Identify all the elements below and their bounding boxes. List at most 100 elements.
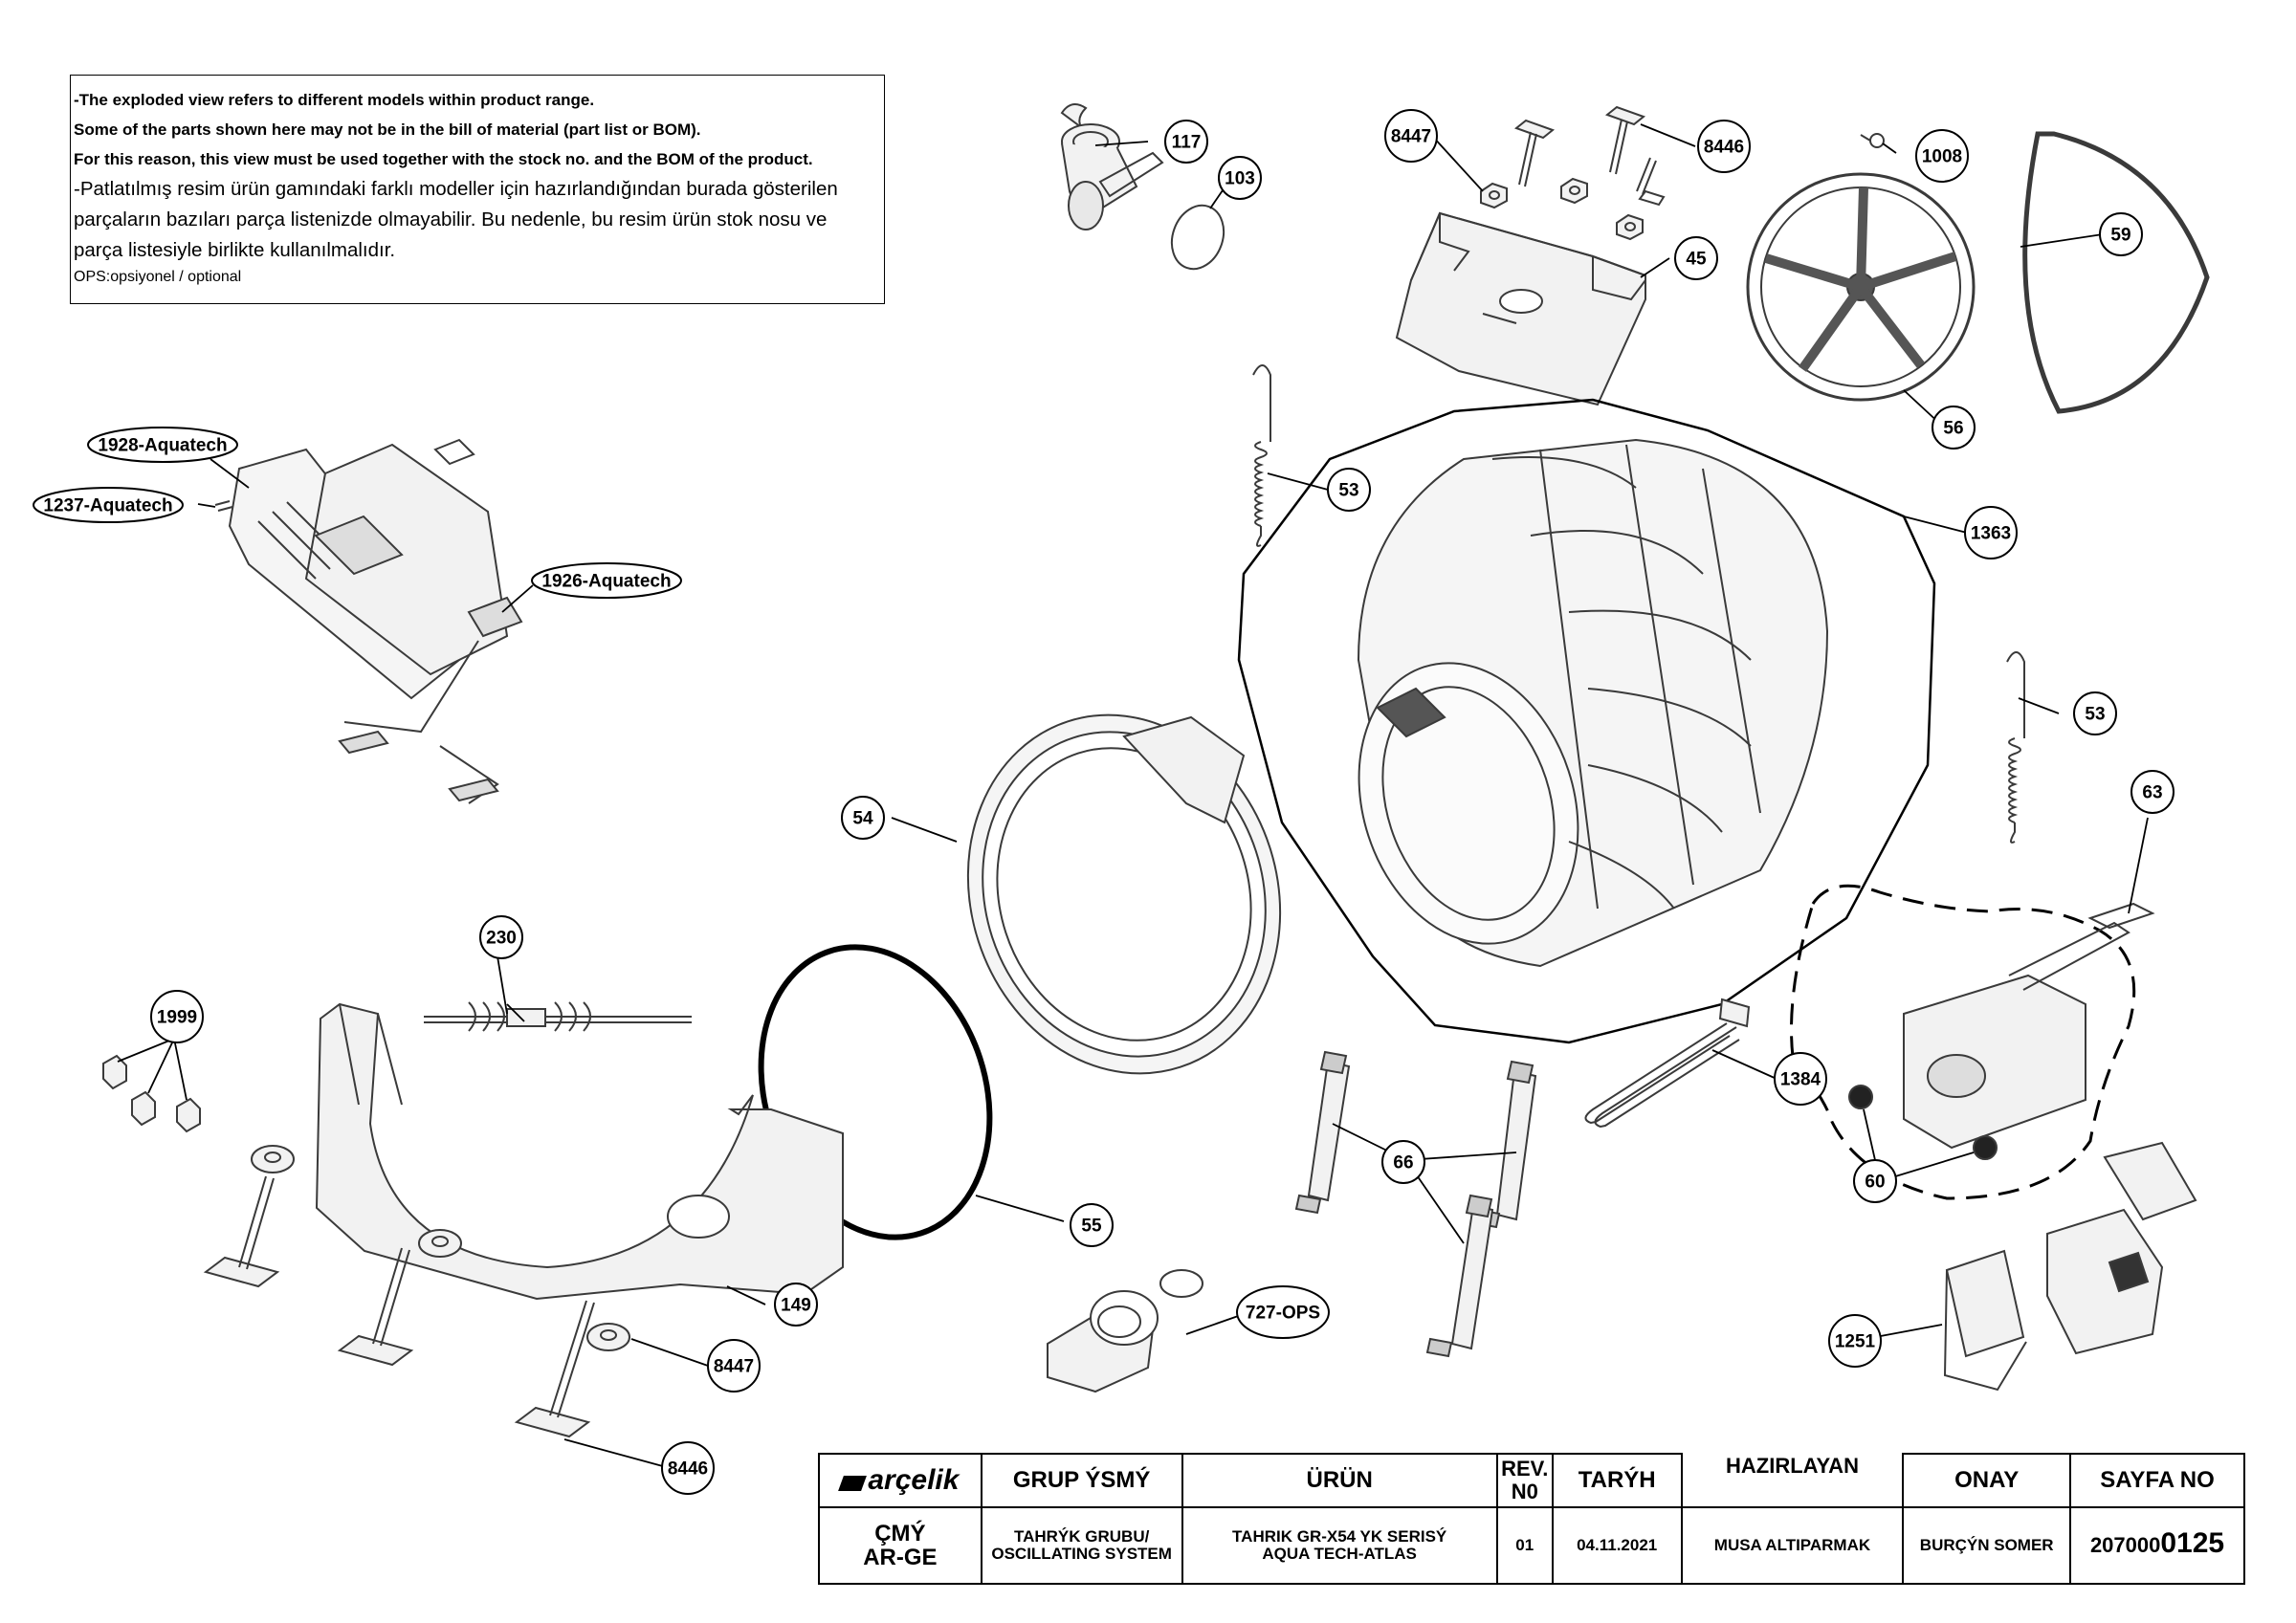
balloon-1384 <box>1774 1052 1827 1106</box>
date-value: 04.11.2021 <box>1551 1506 1683 1585</box>
part-54-door-gasket <box>966 713 1282 1075</box>
department: ÇMÝ AR-GE <box>818 1506 982 1585</box>
balloon-66 <box>1381 1140 1425 1184</box>
group-value: TAHRÝK GRUBU/ OSCILLATING SYSTEM <box>980 1506 1183 1585</box>
part-1999-spacers <box>102 1054 201 1133</box>
part-45-top-counterweight <box>1395 211 1646 406</box>
part-56-pulley <box>1746 172 1976 402</box>
balloon-55 <box>1070 1203 1114 1247</box>
note-line-5: parçaların bazıları parça listenizde olm… <box>74 208 828 230</box>
label-230: 230 <box>486 929 517 949</box>
part-66-shock-absorbers <box>1294 1050 1537 1358</box>
product-value: TAHRIK GR-X54 YK SERISÝ AQUA TECH-ATLAS <box>1181 1506 1498 1585</box>
label-55: 55 <box>1081 1217 1102 1237</box>
header-rev: REV. N0 <box>1495 1453 1554 1508</box>
part-60-screws <box>1848 1085 1998 1160</box>
label-60: 60 <box>1865 1173 1885 1193</box>
part-1363-outline <box>1237 398 1936 1044</box>
label-53-left: 53 <box>1338 481 1358 501</box>
label-1384: 1384 <box>1780 1070 1821 1090</box>
balloon-59 <box>2099 212 2143 256</box>
balloon-53-left <box>1327 468 1371 512</box>
balloon-727-ops <box>1236 1285 1330 1339</box>
page-number-prefix: 207000 <box>2089 1533 2161 1557</box>
balloon-149 <box>774 1283 818 1327</box>
header-group: GRUP ÝSMÝ <box>980 1453 1183 1508</box>
balloon-8447-top <box>1384 109 1438 163</box>
note-line-1: -The exploded view refers to different m… <box>74 91 595 109</box>
label-117: 117 <box>1172 133 1202 153</box>
label-149: 149 <box>781 1296 811 1316</box>
part-117-pump-inlet <box>1060 103 1164 230</box>
label-1251: 1251 <box>1835 1332 1876 1352</box>
part-1384-heater <box>1584 998 1751 1129</box>
header-page: SAYFA NO <box>2069 1453 2245 1508</box>
company-logo: arçelik <box>818 1453 982 1508</box>
balloon-117 <box>1164 120 1208 164</box>
label-8446-bottom: 8446 <box>668 1459 708 1480</box>
balloon-1251 <box>1828 1314 1882 1368</box>
label-727-ops: 727-OPS <box>1246 1304 1320 1324</box>
label-8447-bottom: 8447 <box>714 1357 754 1377</box>
page-number-suffix: 0125 <box>2160 1527 2225 1559</box>
part-1008-screw <box>1860 133 1885 148</box>
page-number: 2070000125 <box>2069 1506 2245 1585</box>
label-45: 45 <box>1686 250 1707 270</box>
balloon-1999 <box>150 990 204 1043</box>
header-approved: ONAY <box>1902 1453 2072 1508</box>
note-line-3: For this reason, this view must be used … <box>74 150 813 168</box>
part-53-spring-left <box>1252 364 1271 547</box>
balloon-1237-aquatech <box>33 487 184 523</box>
bolt-set-top <box>1480 105 1666 241</box>
part-63-outline <box>1790 884 2136 1200</box>
label-63: 63 <box>2142 783 2162 803</box>
label-53-right: 53 <box>2085 705 2105 725</box>
label-1926-aquatech: 1926-Aquatech <box>541 572 671 592</box>
arcelik-logo-icon <box>838 1475 868 1491</box>
disclaimer-note: -The exploded view refers to different m… <box>70 75 885 304</box>
balloon-8446-bottom <box>661 1441 715 1495</box>
label-8446-top: 8446 <box>1704 138 1744 158</box>
note-line-4: -Patlatılmış resim ürün gamındaki farklı… <box>74 178 838 200</box>
label-1999: 1999 <box>157 1008 197 1028</box>
header-prepared: HAZIRLAYAN <box>1680 1454 1905 1508</box>
rev-value: 01 <box>1495 1506 1554 1585</box>
label-103: 103 <box>1225 169 1255 189</box>
part-149-bottom-counterweight <box>315 1002 844 1301</box>
part-230-spring <box>424 1001 692 1032</box>
bolt-set-bottom <box>203 1145 630 1438</box>
title-block: arçelik GRUP ÝSMÝ ÜRÜN REV. N0 TARÝH HAZ… <box>818 1453 2245 1585</box>
part-63-motor <box>1903 902 2155 1150</box>
label-59: 59 <box>2110 226 2130 246</box>
note-line-2: Some of the parts shown here may not be … <box>74 121 701 139</box>
header-date: TARÝH <box>1551 1453 1683 1508</box>
part-53-spring-right <box>2006 651 2025 844</box>
part-727-sump <box>1047 1269 1203 1393</box>
balloon-8446-top <box>1697 120 1751 173</box>
logo-text: arçelik <box>868 1464 960 1496</box>
balloon-56 <box>1932 406 1976 450</box>
label-54: 54 <box>852 809 873 829</box>
label-8447-top: 8447 <box>1391 127 1431 147</box>
part-aquatech-assembly <box>214 438 523 804</box>
balloon-45 <box>1674 236 1718 280</box>
label-1363: 1363 <box>1971 524 2011 544</box>
balloon-54 <box>841 796 885 840</box>
approved-value: BURÇÝN SOMER <box>1902 1506 2072 1585</box>
label-66: 66 <box>1393 1153 1413 1173</box>
part-1363-tub <box>1357 438 1829 968</box>
prepared-value: MUSA ALTIPARMAK <box>1680 1506 1905 1585</box>
part-59-belt <box>2022 131 2210 414</box>
balloon-63 <box>2130 770 2175 814</box>
label-56: 56 <box>1943 419 1963 439</box>
note-line-6: parça listesiyle birlikte kullanılmalıdı… <box>74 239 396 261</box>
balloon-1928-aquatech <box>87 427 238 463</box>
balloon-103 <box>1218 156 1262 200</box>
header-product: ÜRÜN <box>1181 1453 1498 1508</box>
balloon-230 <box>479 915 523 959</box>
label-1237-aquatech: 1237-Aquatech <box>43 496 172 516</box>
label-1008: 1008 <box>1922 147 1962 167</box>
label-1928-aquatech: 1928-Aquatech <box>98 436 227 456</box>
balloon-1008 <box>1915 129 1969 183</box>
balloon-1926-aquatech <box>531 562 682 599</box>
